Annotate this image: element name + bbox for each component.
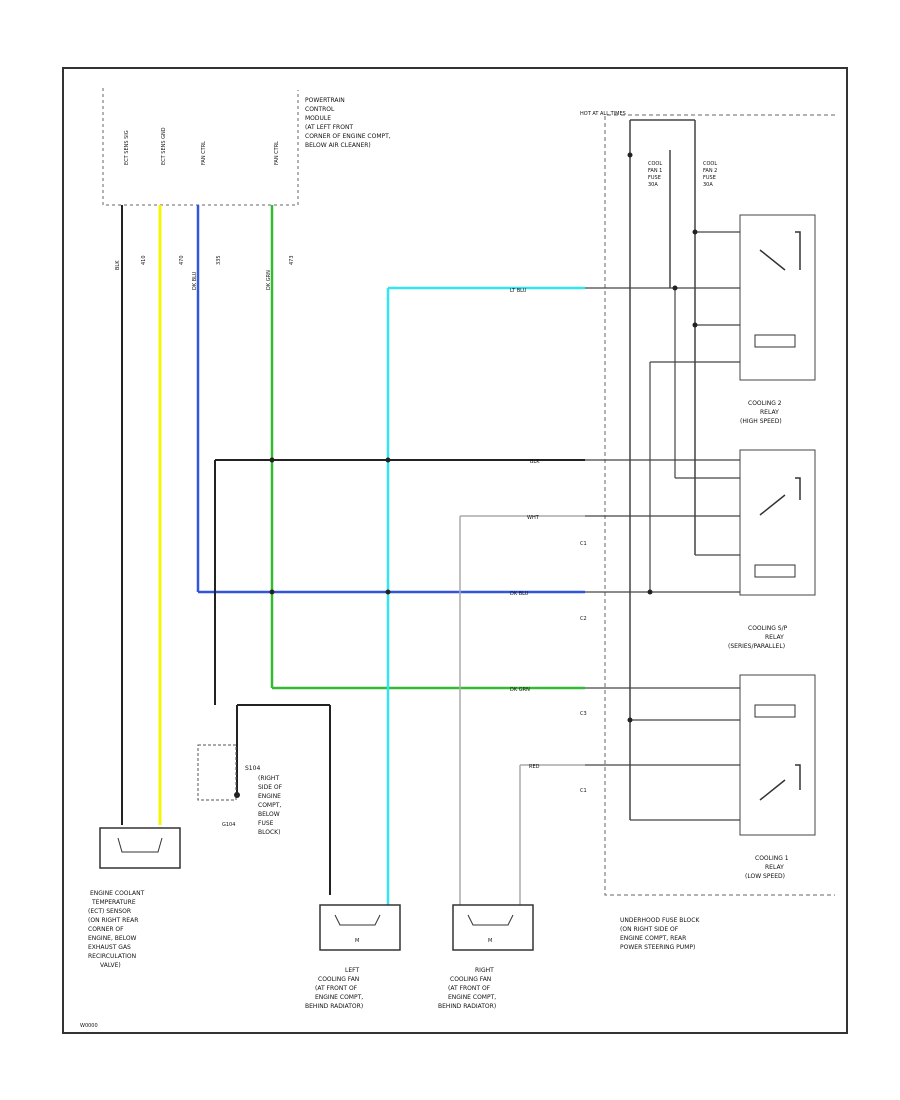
connector-c3: C3 xyxy=(580,711,587,717)
splice-label: S104 xyxy=(245,765,260,772)
connector-labels: C1 C2 C3 C1 xyxy=(580,541,587,794)
connector-c1-b: C1 xyxy=(580,788,587,794)
black-ground-wire: BLK xyxy=(214,459,585,895)
left-fan-motor-symbol: M xyxy=(355,938,359,944)
wire-label-dk-blu-h: DK BLU xyxy=(510,591,529,597)
ect-sensor-label: ENGINE COOLANT TEMPERATURE (ECT) SENSOR … xyxy=(88,890,146,969)
wire-label-dk-grn: DK GRN xyxy=(266,270,272,290)
wire-label-dk-grn-h: DK GRN xyxy=(510,687,530,693)
splice-s104: S104 G104 (RIGHT SIDE OF ENGINE COMPT, B… xyxy=(197,744,284,836)
wire-label-wht: WHT xyxy=(527,515,540,521)
hot-at-all-times: HOT AT ALL TIMES xyxy=(580,111,626,117)
wire-label-blk-h: BLK xyxy=(530,459,540,465)
pcm-wires: BLK 410 470 DK BLU 335 DK GRN 473 xyxy=(115,205,585,825)
ect-sensor: ENGINE COOLANT TEMPERATURE (ECT) SENSOR … xyxy=(88,827,181,969)
circuit-473: 473 xyxy=(289,255,295,265)
pcm-pin-fan-ctrl-1: FAN CTRL xyxy=(201,141,207,165)
fuse-block-label: UNDERHOOD FUSE BLOCK (ON RIGHT SIDE OF E… xyxy=(620,917,701,951)
circuit-335: 335 xyxy=(216,255,222,265)
splice-location: (RIGHT SIDE OF ENGINE COMPT, BELOW FUSE … xyxy=(258,775,284,836)
circuit-410: 410 xyxy=(141,255,147,265)
pcm-pin-ect-gnd: ECT SENS GND xyxy=(161,127,167,165)
right-fan-motor-symbol: M xyxy=(488,938,492,944)
pcm-pin-ect-sig: ECT SENS SIG xyxy=(124,130,130,165)
left-cooling-fan: M LEFT COOLING FAN (AT FRONT OF ENGINE C… xyxy=(305,904,401,1010)
wire-label-lt-blu: LT BLU xyxy=(510,288,527,294)
pcm-label: POWERTRAIN CONTROL MODULE (AT LEFT FRONT… xyxy=(305,97,393,149)
wire-label-red: RED xyxy=(529,764,540,770)
pcm-box: ECT SENS SIG ECT SENS GND FAN CTRL FAN C… xyxy=(102,88,393,206)
pcm-pin-fan-ctrl-2: FAN CTRL xyxy=(274,141,280,165)
right-fan-label: RIGHT COOLING FAN (AT FRONT OF ENGINE CO… xyxy=(438,967,498,1010)
ground-label: G104 xyxy=(222,822,235,828)
junction-dots xyxy=(269,152,698,723)
wire-label-dk-blu: DK BLU xyxy=(192,271,198,290)
circuit-470: 470 xyxy=(179,255,185,265)
connector-c1-a: C1 xyxy=(580,541,587,547)
wht-wires: WHT RED DK BLU DK GRN xyxy=(459,515,585,905)
footer-code: W0000 xyxy=(80,1023,98,1029)
lt-blu-wire: LT BLU xyxy=(386,286,585,905)
wire-label-blk: BLK xyxy=(115,260,121,270)
connector-c2: C2 xyxy=(580,616,587,622)
diagram-border xyxy=(62,67,848,1034)
right-cooling-fan: M RIGHT COOLING FAN (AT FRONT OF ENGINE … xyxy=(438,904,534,1010)
left-fan-label: LEFT COOLING FAN (AT FRONT OF ENGINE COM… xyxy=(305,967,365,1010)
